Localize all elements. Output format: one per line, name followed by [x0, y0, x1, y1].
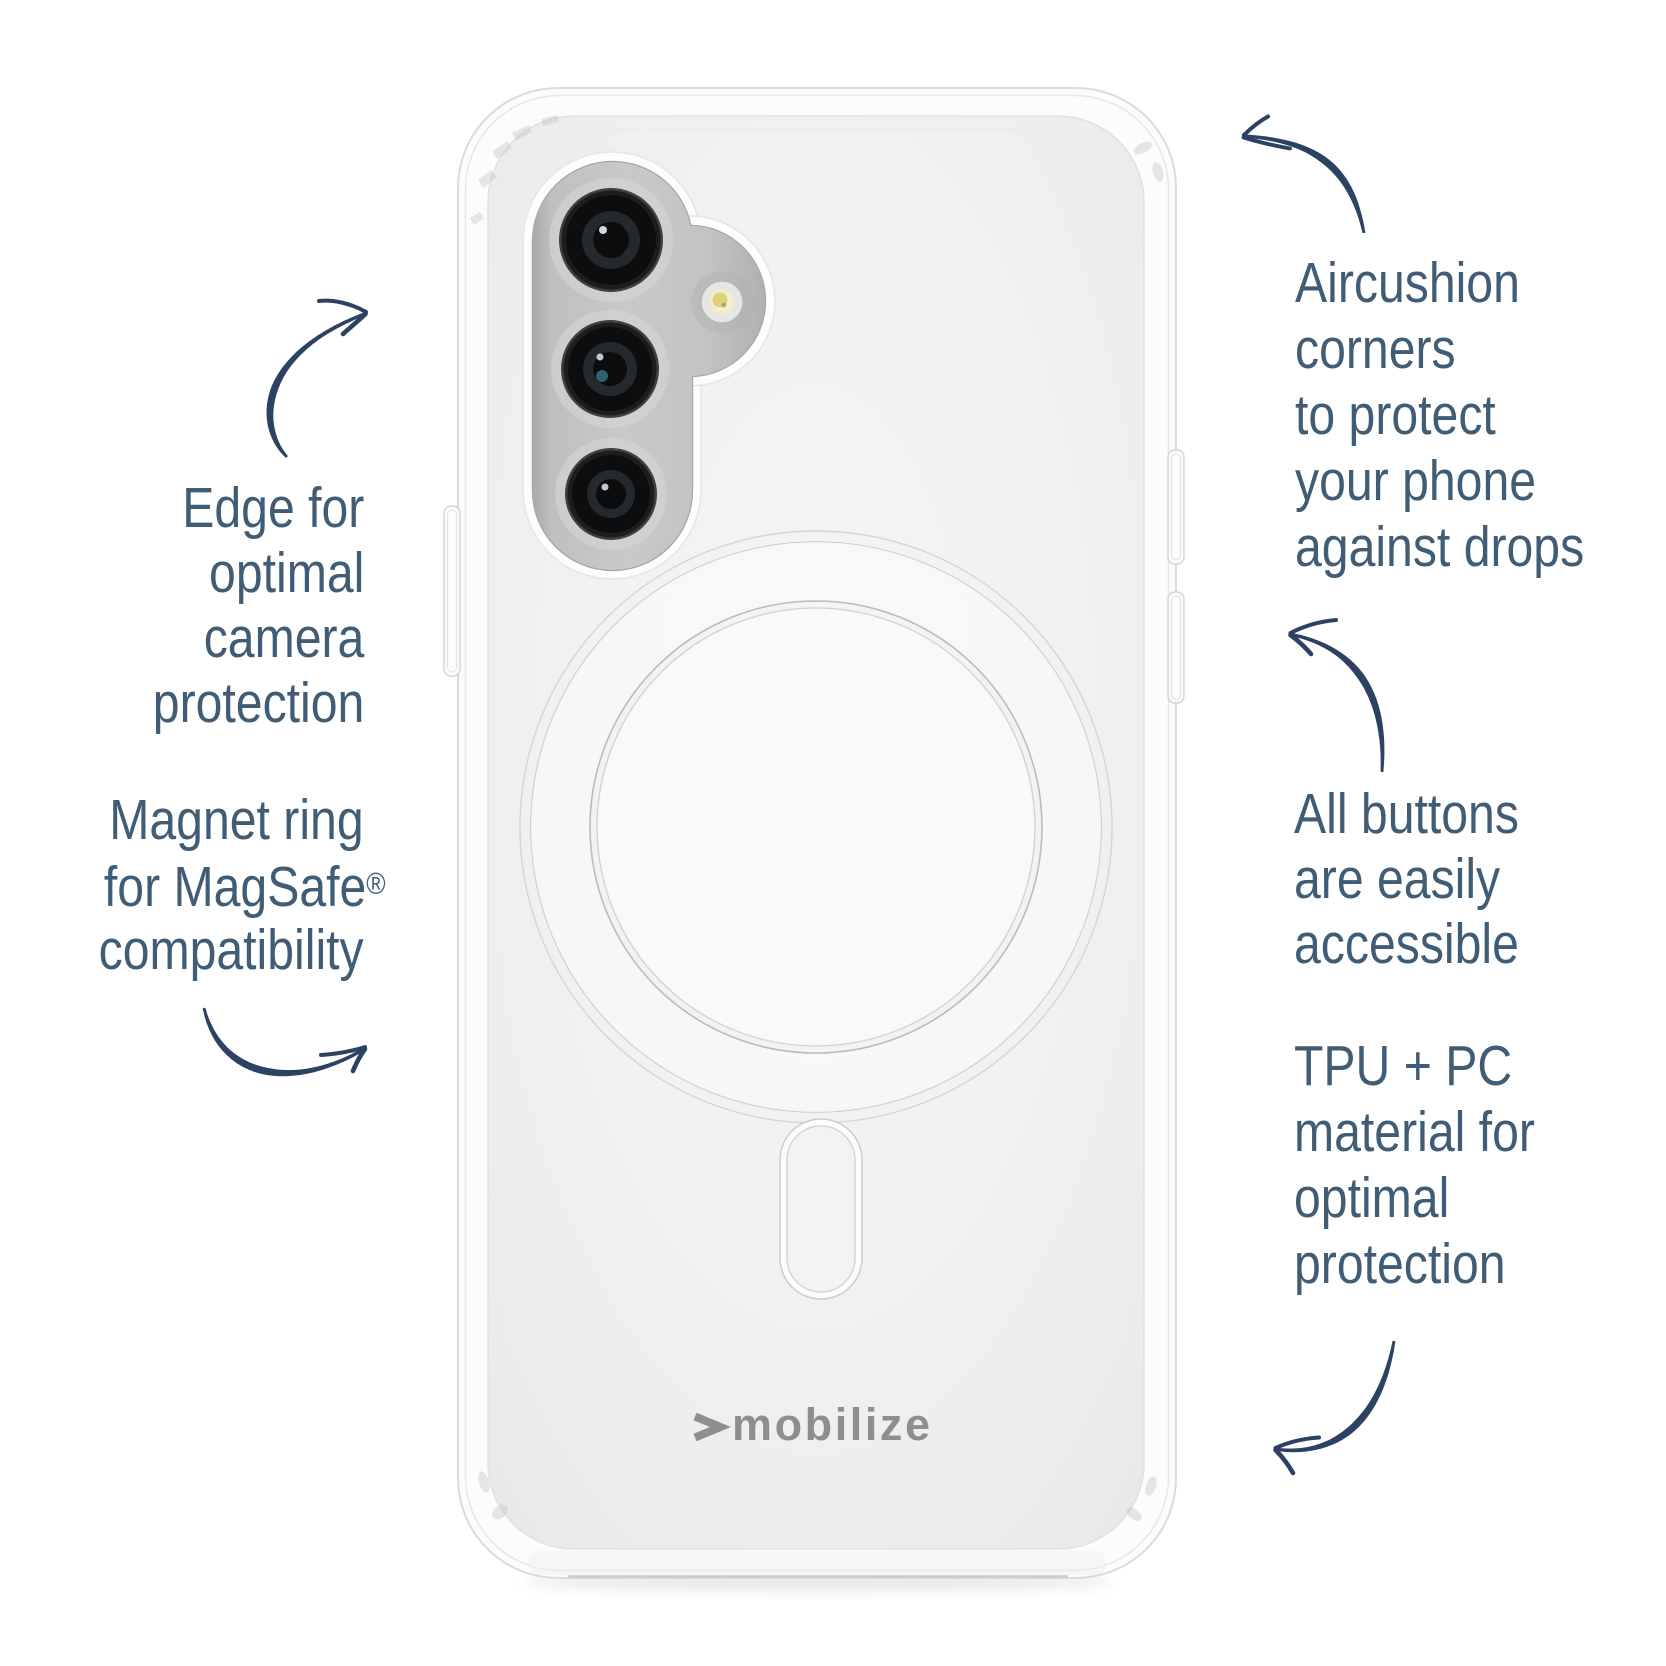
svg-text:mobilize: mobilize	[732, 1399, 930, 1450]
